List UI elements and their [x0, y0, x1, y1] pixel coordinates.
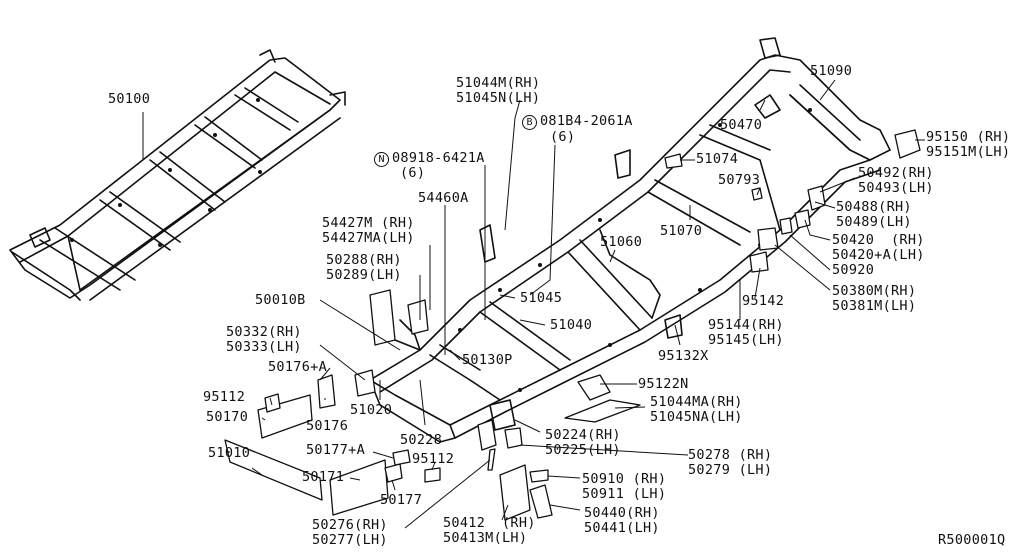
label-50441: 50441(LH) [584, 520, 660, 536]
label-50440: 50440(RH) [584, 505, 660, 521]
label-50420a: 50420+A(LH) [832, 247, 925, 263]
label-50171: 50171 [302, 469, 345, 485]
label-50793: 50793 [718, 172, 761, 188]
label-54460a: 54460A [418, 190, 469, 206]
label-50380m: 50380M(RH) [832, 283, 917, 299]
label-50288: 50288(RH) [326, 252, 402, 268]
label-51020: 51020 [350, 402, 393, 418]
label-50911: 50911 (LH) [582, 486, 667, 502]
label-50420: 50420 (RH) [832, 232, 925, 248]
label-50489: 50489(LH) [836, 214, 912, 230]
label-95145: 95145(LH) [708, 332, 784, 348]
label-95151m: 95151M(LH) [926, 144, 1011, 160]
label-50920: 50920 [832, 262, 875, 278]
small-frame-assembly [9, 49, 346, 301]
label-50279: 50279 (LH) [688, 462, 773, 478]
label-51045na: 51045NA(LH) [650, 409, 743, 425]
label-50100: 50100 [108, 91, 151, 107]
leader-lines [142, 79, 925, 529]
label-51010: 51010 [208, 445, 251, 461]
label-50332: 50332(RH) [226, 324, 302, 340]
label-50177: 50177 [380, 492, 423, 508]
label-50381m: 50381M(LH) [832, 298, 917, 314]
label-50277: 50277(LH) [312, 532, 388, 548]
label-50470: 50470 [720, 117, 763, 133]
label-50276: 50276(RH) [312, 517, 388, 533]
label-51044ma: 51044MA(RH) [650, 394, 743, 410]
label-08918: 08918-6421A [392, 150, 485, 166]
label-50130p: 50130P [462, 352, 513, 368]
label-51070: 51070 [660, 223, 703, 239]
label-50176a: 50176+A [268, 359, 327, 375]
label-51044m: 51044M(RH) [456, 75, 541, 91]
label-50170: 50170 [206, 409, 249, 425]
label-50412: 50412 (RH) [443, 515, 536, 531]
label-54427m: 54427M (RH) [322, 215, 415, 231]
label-51045: 51045 [520, 290, 563, 306]
label-50228: 50228 [400, 432, 443, 448]
label-95142: 95142 [742, 293, 785, 309]
label-08918-qty: (6) [400, 165, 426, 181]
label-50493: 50493(LH) [858, 180, 934, 196]
label-51090: 51090 [810, 63, 853, 79]
label-50289: 50289(LH) [326, 267, 402, 283]
label-50224: 50224(RH) [545, 427, 621, 443]
label-50225: 50225(LH) [545, 442, 621, 458]
label-50278: 50278 (RH) [688, 447, 773, 463]
label-95132x: 95132X [658, 348, 709, 364]
label-50488: 50488(RH) [836, 199, 912, 215]
label-50413m: 50413M(LH) [443, 530, 528, 546]
label-51074: 51074 [696, 151, 739, 167]
label-50176: 50176 [306, 418, 349, 434]
label-50492: 50492(RH) [858, 165, 934, 181]
b-symbol: B [522, 115, 537, 130]
label-95112-b: 95112 [412, 451, 455, 467]
label-95150: 95150 (RH) [926, 129, 1011, 145]
label-54427ma: 54427MA(LH) [322, 230, 415, 246]
label-51045n: 51045N(LH) [456, 90, 541, 106]
label-50910: 50910 (RH) [582, 471, 667, 487]
label-50177a: 50177+A [306, 442, 365, 458]
label-95112-a: 95112 [203, 389, 246, 405]
diagram-reference: R500001Q [938, 532, 1006, 548]
label-081b4-qty: (6) [550, 129, 576, 145]
label-50333: 50333(LH) [226, 339, 302, 355]
label-95122n: 95122N [638, 376, 689, 392]
n-symbol: N [374, 152, 389, 167]
label-51060: 51060 [600, 234, 643, 250]
label-081b4: 081B4-2061A [540, 113, 633, 129]
label-50010b: 50010B [255, 292, 306, 308]
label-95144: 95144(RH) [708, 317, 784, 333]
label-51040: 51040 [550, 317, 593, 333]
